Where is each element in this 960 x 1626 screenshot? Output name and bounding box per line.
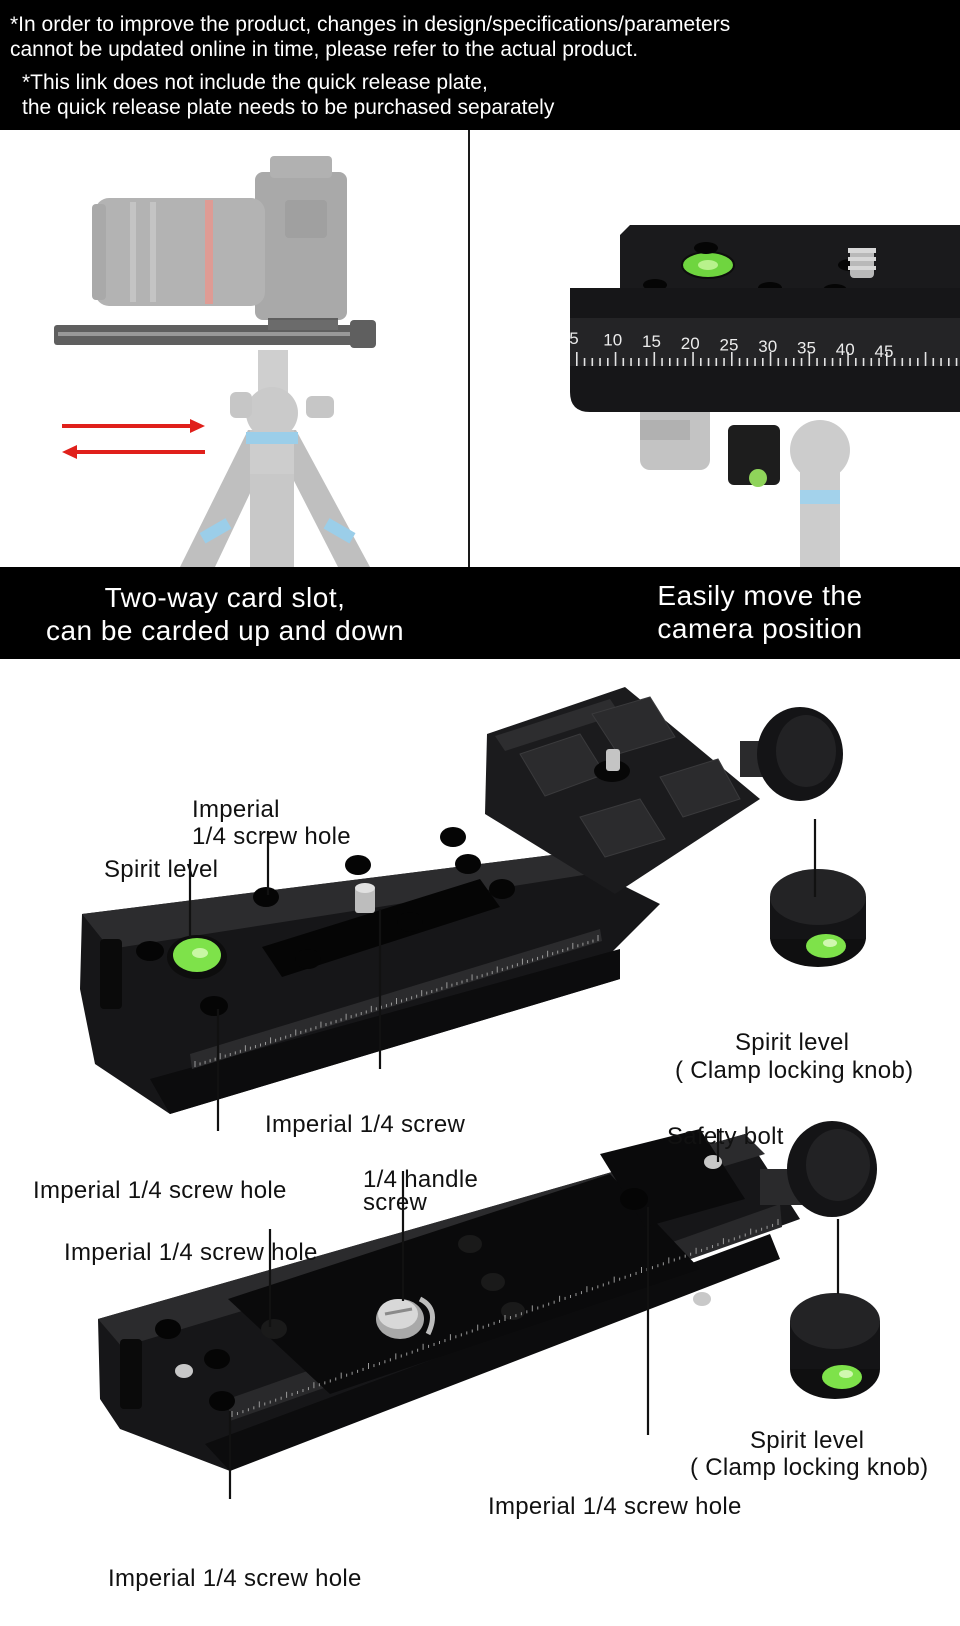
scale-tick: [831, 358, 834, 366]
callout-knob-level-1-line-1: Spirit level: [735, 1029, 850, 1056]
scale-tick: [607, 358, 609, 366]
scale-tick: [847, 352, 849, 366]
camera-on-rail-photo: [0, 130, 468, 567]
product-diagram: [80, 687, 880, 1499]
scale-number: 15: [642, 332, 661, 351]
scale-tick: [676, 358, 679, 366]
caption-left-line-2: can be carded up and down: [45, 615, 405, 646]
scale-tick: [630, 358, 632, 366]
scale-number: 5: [569, 329, 578, 348]
scale-number: 40: [836, 340, 855, 359]
scale-tick: [723, 358, 725, 366]
scale-ticks: [576, 352, 958, 366]
caption-right-line-1: Easily move the: [657, 580, 863, 611]
scale-tick: [661, 358, 663, 366]
scale-tick: [878, 358, 880, 366]
lower-rail-image: [98, 1121, 880, 1471]
scale-tick: [839, 358, 842, 366]
scale-tick: [653, 352, 656, 366]
scale-tick: [715, 358, 718, 366]
scale-tick: [932, 358, 935, 366]
scale-tick: [870, 358, 873, 366]
scale-number: 45: [875, 342, 894, 361]
callout-imperial-screw-hole-top-line-1: Imperial: [192, 796, 280, 823]
scale-closeup-photo: 5 10 15 20 25 30 35 40 45: [470, 130, 960, 567]
scale-tick: [862, 358, 865, 366]
leader-lines: [188, 819, 840, 1499]
scale-tick: [614, 352, 617, 366]
scale-tick: [684, 358, 687, 366]
scale-tick: [700, 358, 702, 366]
notice-line-1: *In order to improve the product, change…: [10, 13, 731, 36]
scale-tick: [800, 358, 803, 366]
callout-safety-bolt: Safety bolt: [667, 1123, 784, 1150]
scale-tick: [599, 358, 601, 366]
scale-tick: [886, 352, 888, 366]
scale-tick: [769, 352, 772, 366]
caption-right-line-2: camera position: [657, 613, 863, 644]
callout-imperial-screw-hole-bottom: Imperial 1/4 screw hole: [108, 1565, 362, 1592]
callout-knob-level-2-line-1: Spirit level: [750, 1427, 865, 1454]
scale-tick: [669, 358, 671, 366]
callout-imperial-screw: Imperial 1/4 screw: [265, 1111, 466, 1138]
notice-line-2: cannot be updated online in time, please…: [10, 38, 639, 61]
callout-knob-level-2-line-2: ( Clamp locking knob): [690, 1454, 929, 1481]
scale-tick: [583, 358, 586, 366]
notice-line-4: the quick release plate needs to be purc…: [22, 96, 555, 119]
scale-tick: [638, 358, 640, 366]
scale-tick: [909, 358, 911, 366]
scale-tick: [645, 358, 648, 366]
scale-tick: [955, 358, 958, 366]
scale-tick: [855, 358, 857, 366]
caption-left-line-1: Two-way card slot,: [104, 582, 346, 613]
scale-tick: [692, 352, 694, 366]
callout-knob-level-1-line-2: ( Clamp locking knob): [675, 1057, 914, 1084]
scale-tick: [785, 358, 787, 366]
callout-spirit-level: Spirit level: [104, 856, 219, 883]
scale-number: 10: [603, 331, 622, 350]
callout-imperial-screw-hole-mid: Imperial 1/4 screw hole: [64, 1239, 318, 1266]
scale-tick: [622, 358, 625, 366]
scale-number: 30: [758, 337, 777, 356]
scale-tick: [738, 358, 741, 366]
scale-tick: [746, 358, 749, 366]
callout-handle-screw-line-1: 1/4 handle: [363, 1166, 479, 1193]
scale-tick: [754, 358, 756, 366]
notice-line-3: *This link does not include the quick re…: [22, 71, 488, 94]
scale-number: 35: [797, 339, 816, 358]
callout-imperial-screw-hole-top-line-2: 1/4 screw hole: [192, 823, 351, 850]
scale-tick: [707, 358, 710, 366]
caption-right: Easily move the camera position: [540, 579, 960, 645]
scale-tick: [591, 358, 594, 366]
scale-number: 20: [681, 334, 700, 353]
scale-number: 25: [720, 335, 739, 354]
scale-tick: [901, 358, 904, 366]
callout-imperial-screw-hole-left: Imperial 1/4 screw hole: [33, 1177, 287, 1204]
scale-tick: [917, 358, 919, 366]
callout-handle-screw-line-2: screw: [363, 1189, 428, 1216]
scale-tick: [924, 352, 927, 366]
scale-tick: [731, 352, 733, 366]
scale-tick: [893, 358, 896, 366]
scale-tick: [777, 358, 780, 366]
caption-banner: Two-way card slot, can be carded up and …: [0, 567, 960, 659]
callout-imperial-screw-hole-bottom-right: Imperial 1/4 screw hole: [488, 1493, 742, 1520]
slide-arrows-icon: [62, 419, 205, 459]
scale-tick: [576, 352, 578, 366]
scale-tick: [816, 358, 818, 366]
photo-divider: [468, 130, 470, 567]
scale-tick: [793, 358, 795, 366]
scale-tick: [824, 358, 826, 366]
caption-left: Two-way card slot, can be carded up and …: [0, 581, 450, 647]
scale-tick: [762, 358, 764, 366]
notice-banner: *In order to improve the product, change…: [0, 0, 960, 130]
scale-tick: [808, 352, 811, 366]
upper-rail-image: [80, 687, 866, 1114]
scale-tick: [940, 358, 942, 366]
scale-tick: [948, 358, 950, 366]
